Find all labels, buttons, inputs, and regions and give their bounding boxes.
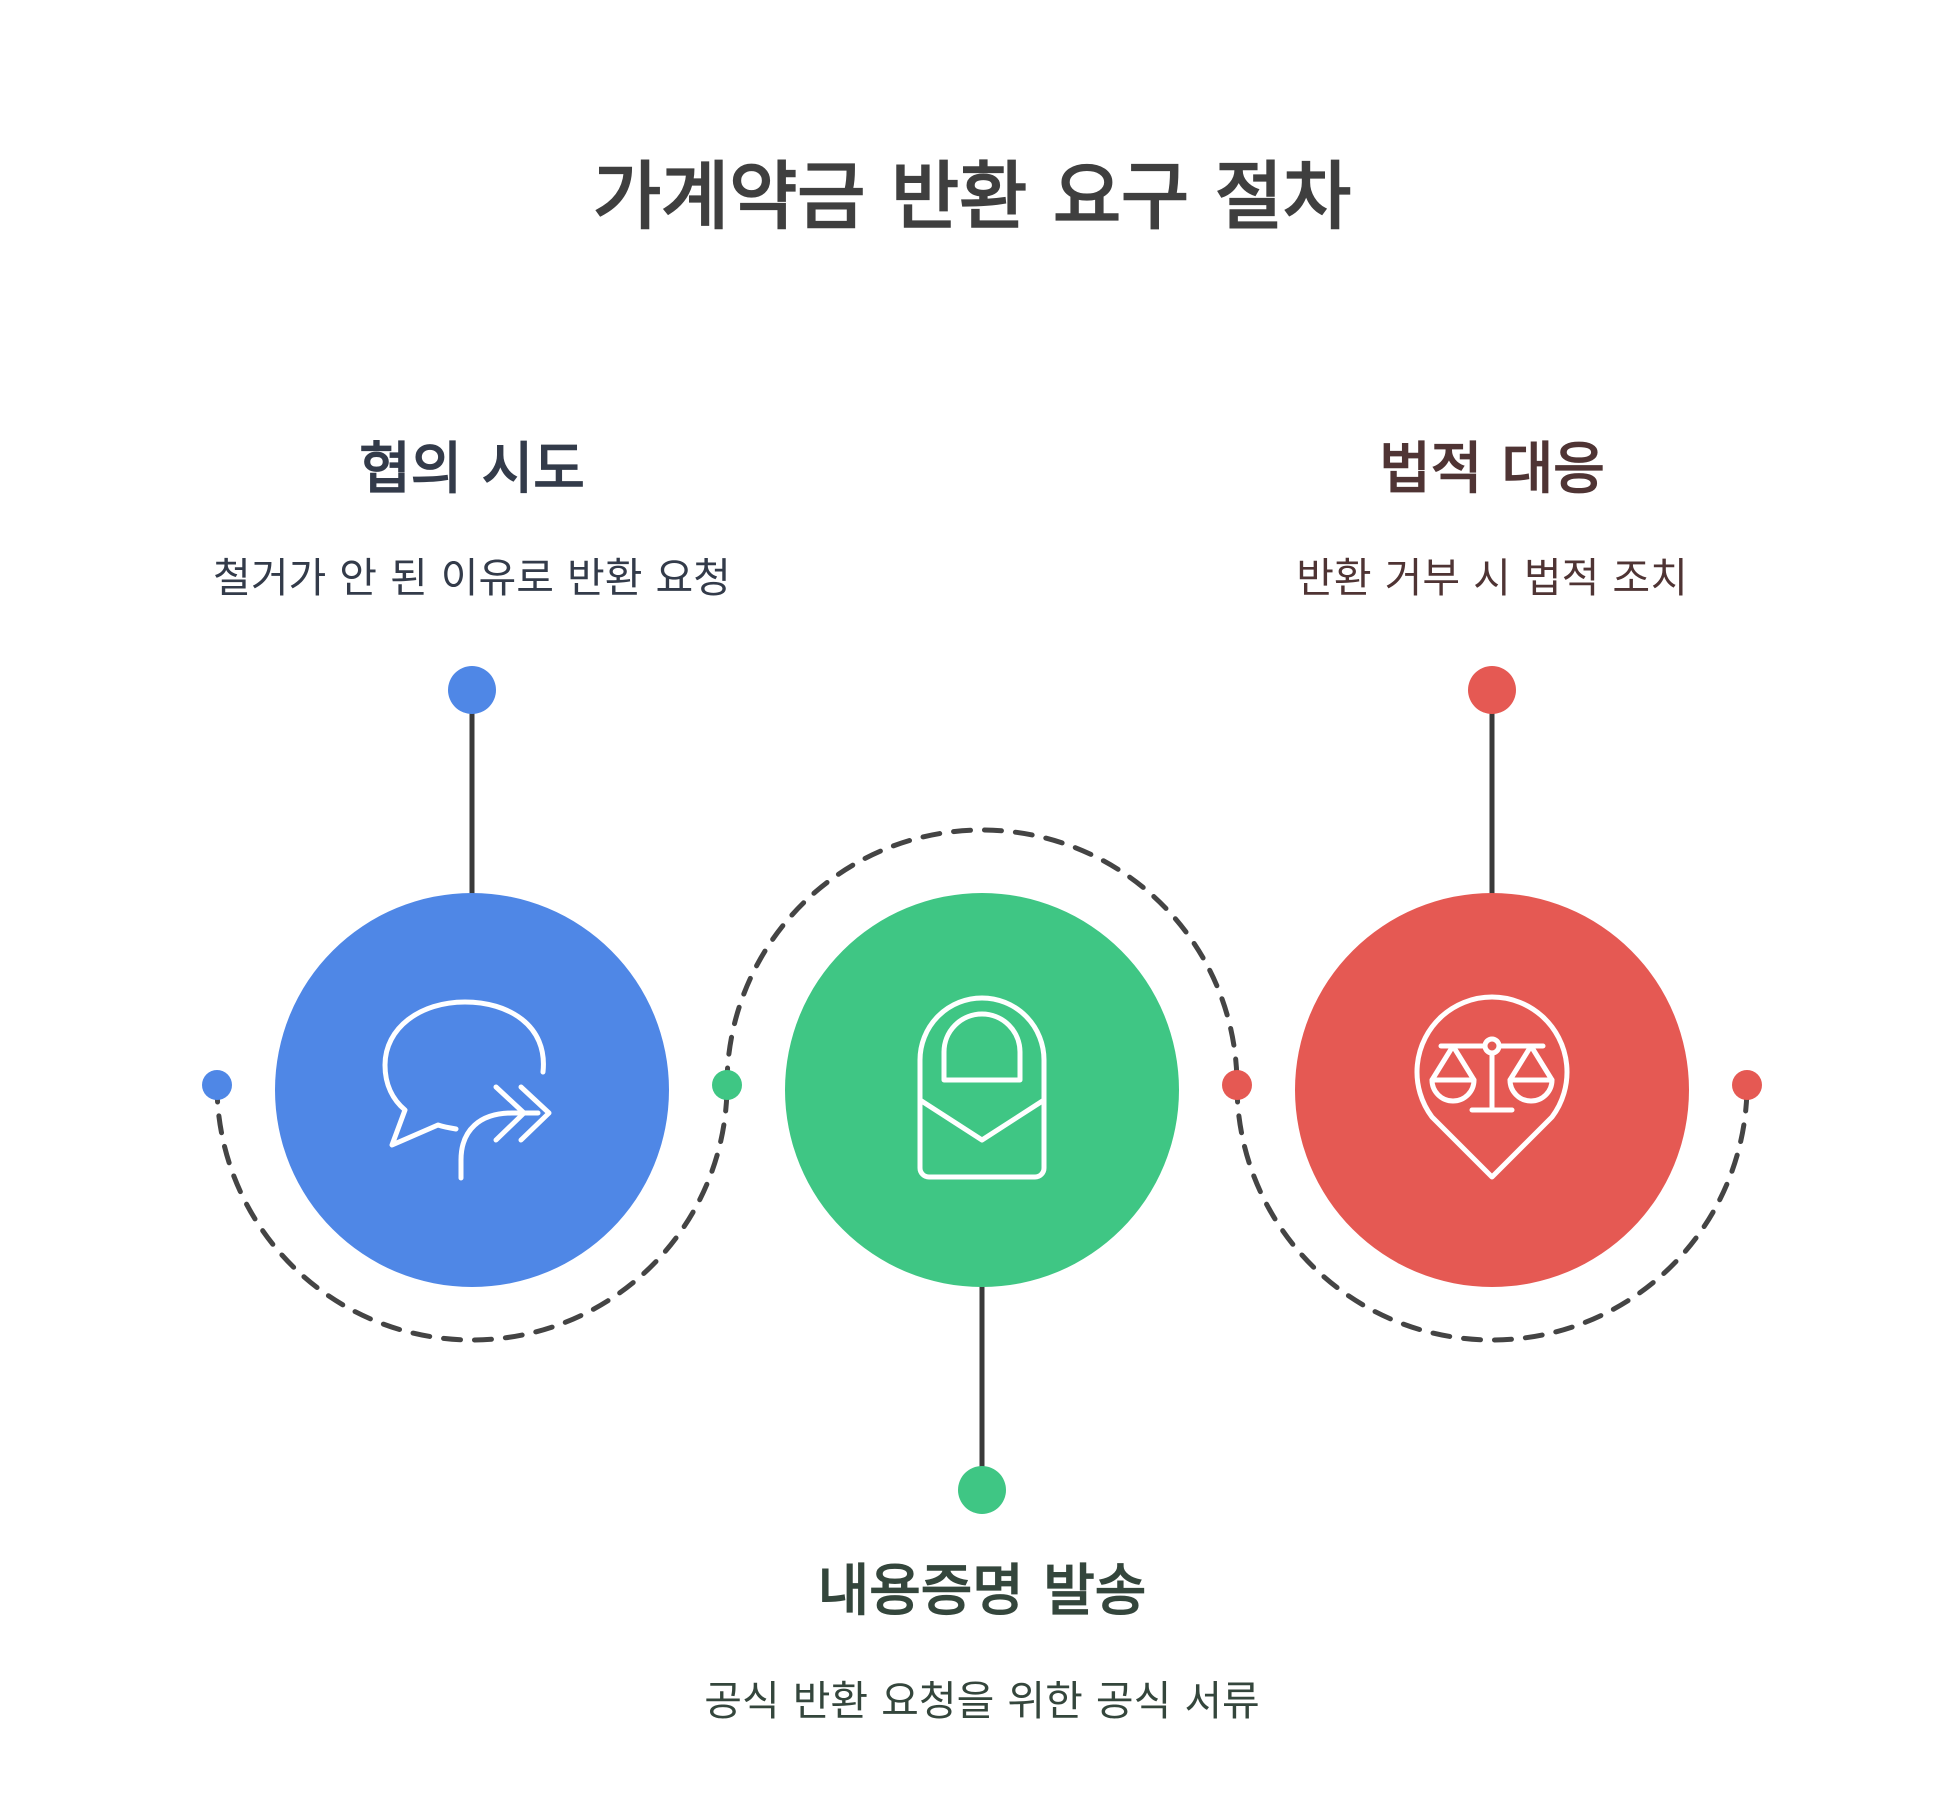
step-description-1: 철거가 안 된 이유로 반환 요청 <box>213 554 731 602</box>
stem-dot-1 <box>448 666 496 714</box>
stem-dot-3 <box>1468 666 1516 714</box>
step-title-1: 협의 시도 <box>359 437 585 502</box>
connector-arc-2 <box>724 827 1240 1088</box>
arc-endpoint-dot-4 <box>1732 1070 1762 1100</box>
stem-lines <box>469 690 1495 1490</box>
step-title-3: 법적 대응 <box>1379 437 1605 502</box>
connector-arc-1 <box>214 1082 730 1343</box>
step-description-2: 공식 반환 요청을 위한 공식 서류 <box>704 1677 1260 1725</box>
certified-mail-envelope-icon <box>917 995 1047 1180</box>
arc-endpoint-dot-2 <box>712 1070 742 1100</box>
step-circle-1 <box>275 893 669 1287</box>
step-title-2: 내용증명 발송 <box>818 1559 1147 1624</box>
arc-endpoint-dot-3 <box>1222 1070 1252 1100</box>
diagram-title: 가계약금 반환 요구 절차 <box>593 154 1351 240</box>
connector-arc-3 <box>1234 1082 1750 1343</box>
dashed-connectors <box>214 827 1750 1343</box>
step-description-3: 반환 거부 시 법적 조치 <box>1296 554 1688 602</box>
legal-scale-icon <box>1414 994 1570 1180</box>
negotiation-chat-icon <box>382 999 552 1181</box>
arc-endpoint-dot-1 <box>202 1070 232 1100</box>
step-circle-2 <box>785 893 1179 1287</box>
stem-dot-2 <box>958 1466 1006 1514</box>
